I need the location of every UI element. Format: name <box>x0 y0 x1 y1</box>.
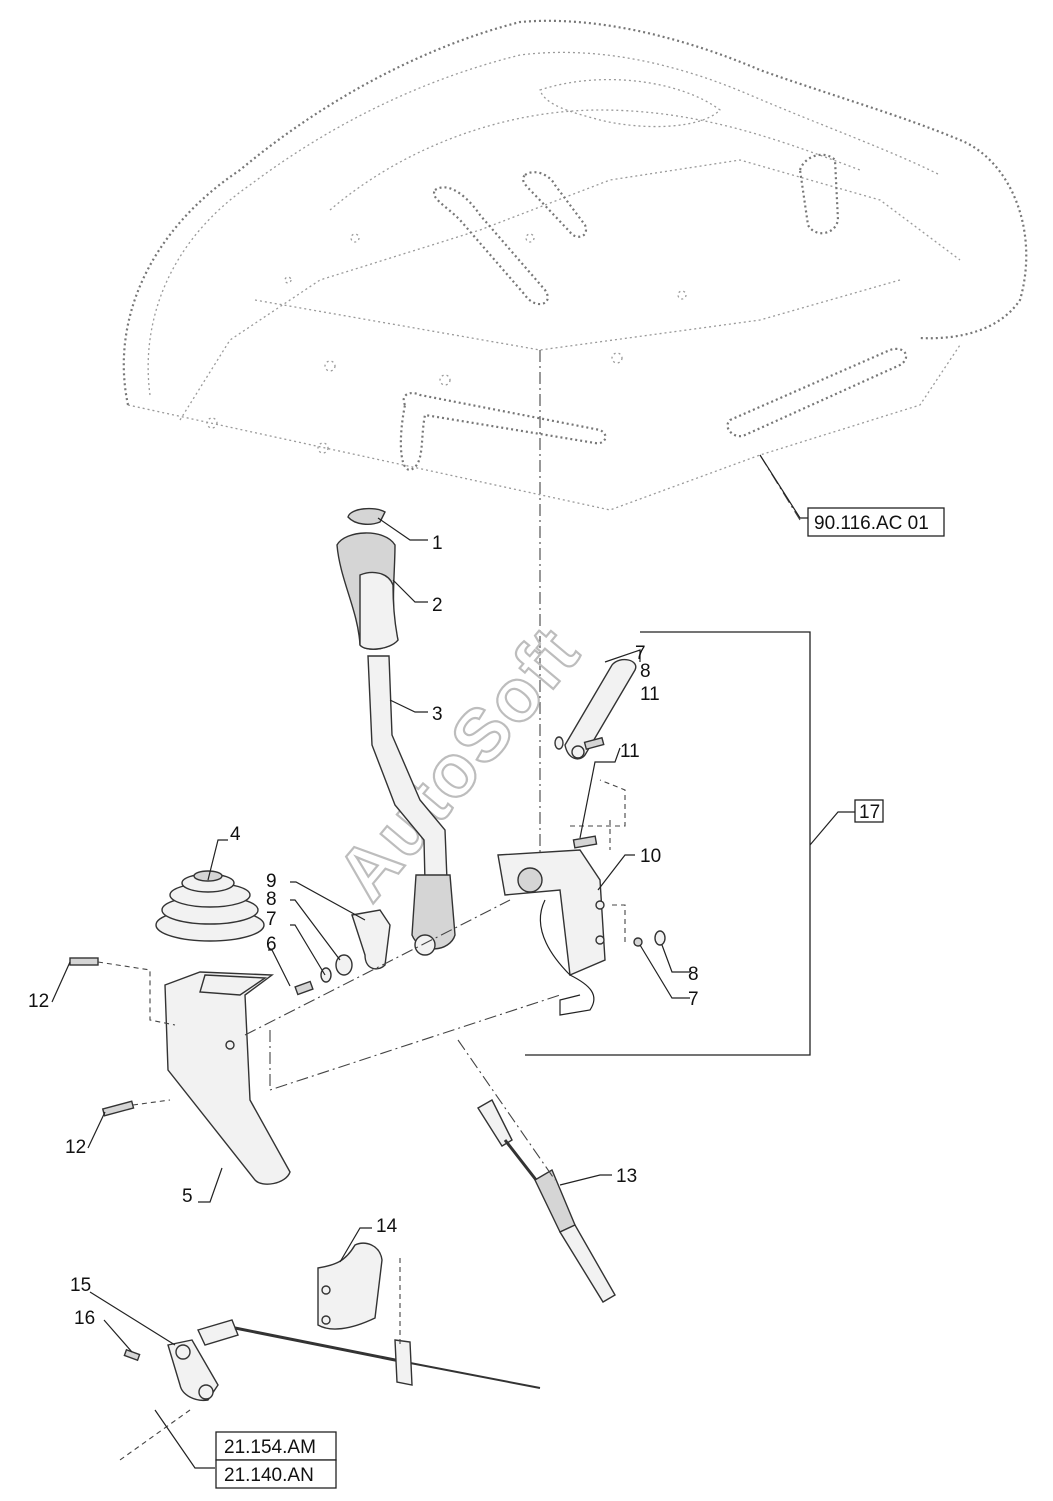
shaft-centerline-b <box>269 994 561 1091</box>
part-12-screw-bottom <box>101 1100 135 1117</box>
ref-box-seat-platform[interactable] <box>807 507 945 537</box>
callout-8-top: 8 <box>640 661 651 682</box>
ref-seat-platform[interactable]: 90.116.AC 01 <box>814 513 929 534</box>
callout-8: 8 <box>266 889 277 910</box>
callout-7-right: 7 <box>688 989 699 1010</box>
callout-11: 11 <box>620 741 640 762</box>
ref-box-shaft-2[interactable] <box>215 1459 337 1489</box>
ref-shaft-2[interactable]: 21.140.AN <box>224 1465 314 1486</box>
bracket-path <box>612 904 626 945</box>
callout-3: 3 <box>432 704 443 725</box>
part-5-bracket <box>164 971 291 1185</box>
callout-9: 9 <box>266 871 277 892</box>
part-13-cable <box>477 1099 616 1303</box>
callout-2: 2 <box>432 595 443 616</box>
callout-15: 15 <box>70 1275 91 1296</box>
callout-8-right: 8 <box>688 964 699 985</box>
shaft-centerline-a <box>244 899 511 1036</box>
ref-box-shaft-1[interactable] <box>215 1431 337 1461</box>
cable-centerline <box>457 1039 556 1181</box>
part-4-boot <box>155 870 265 942</box>
part-12-screw-top <box>69 957 99 966</box>
callout-13: 13 <box>616 1166 637 1187</box>
part-1-cap <box>347 507 386 525</box>
part-14-plate <box>317 1242 383 1330</box>
part-10-bracket <box>497 849 666 1016</box>
callout-14: 14 <box>376 1216 398 1237</box>
callout-12-top: 12 <box>28 991 49 1012</box>
callout-10: 10 <box>640 846 661 867</box>
callout-7: 7 <box>266 909 277 930</box>
callout-leaders <box>51 454 855 1469</box>
group-17-frame <box>525 631 811 1056</box>
ref-shaft-1[interactable]: 21.154.AM <box>224 1437 316 1458</box>
seat-platform-phantom <box>122 19 1028 511</box>
callout-6: 6 <box>266 934 277 955</box>
callout-12-bottom: 12 <box>65 1137 86 1158</box>
part-3-lever <box>367 655 456 956</box>
part-15-16-linkage <box>119 1319 541 1461</box>
part-11-arm <box>554 658 637 849</box>
callout-17-box <box>854 799 884 823</box>
callout-7-top: 7 <box>635 643 646 664</box>
parts-6-9-fasteners <box>294 909 391 996</box>
screw-path-top <box>97 961 176 1026</box>
screw-path-bottom <box>132 1099 171 1106</box>
callout-17: 17 <box>859 802 880 823</box>
callout-1: 1 <box>432 533 443 554</box>
screw-path-right <box>570 779 626 850</box>
callout-5: 5 <box>182 1186 193 1207</box>
callout-4: 4 <box>230 824 241 845</box>
part-2-knob <box>336 532 399 650</box>
callout-11-top: 11 <box>640 684 660 705</box>
callout-16: 16 <box>74 1308 95 1329</box>
